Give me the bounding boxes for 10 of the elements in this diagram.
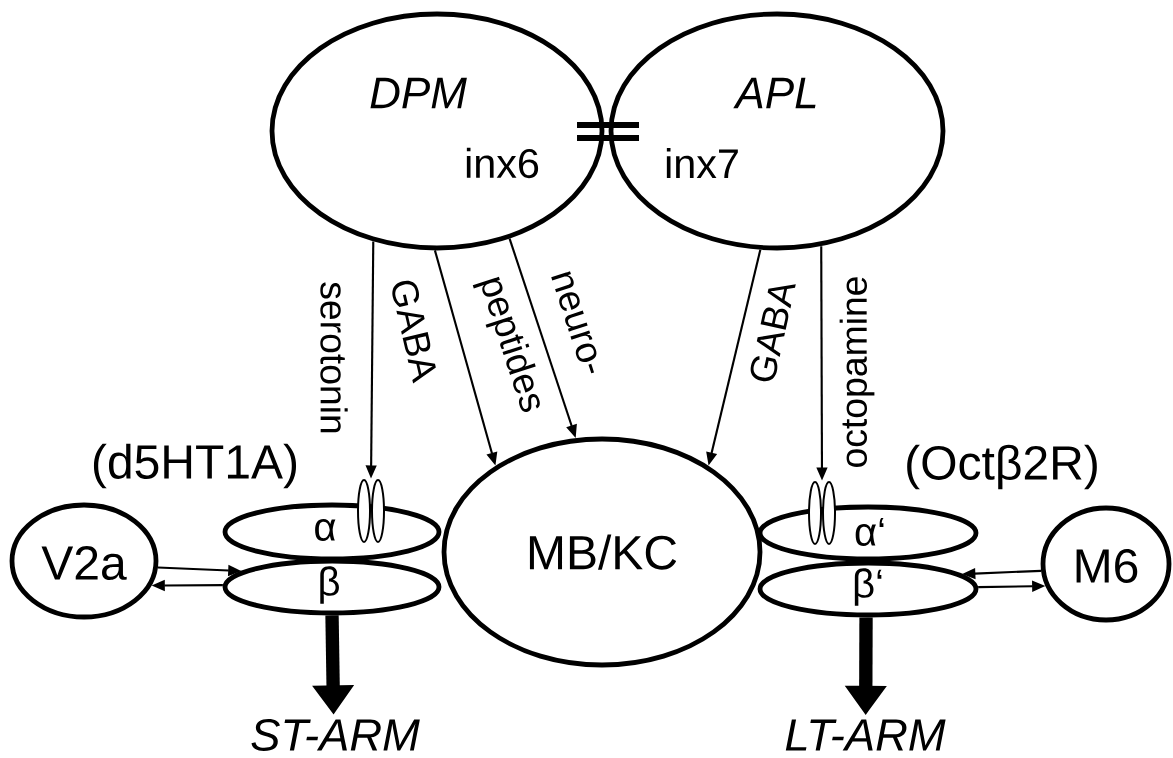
edge-label: octopamine <box>839 277 875 467</box>
edge-label: GABA <box>392 280 436 384</box>
output-label: ST-ARM <box>251 718 420 752</box>
edge-label: serotonin <box>320 282 348 433</box>
output-label: LT-ARM <box>785 719 946 751</box>
receptor-label: (Octβ2R) <box>907 444 1097 490</box>
receptor-channel <box>808 481 836 545</box>
receptor-channel <box>357 479 385 543</box>
receptor-label: (d5HT1A) <box>93 443 297 489</box>
edge-label: GABA <box>750 284 796 382</box>
